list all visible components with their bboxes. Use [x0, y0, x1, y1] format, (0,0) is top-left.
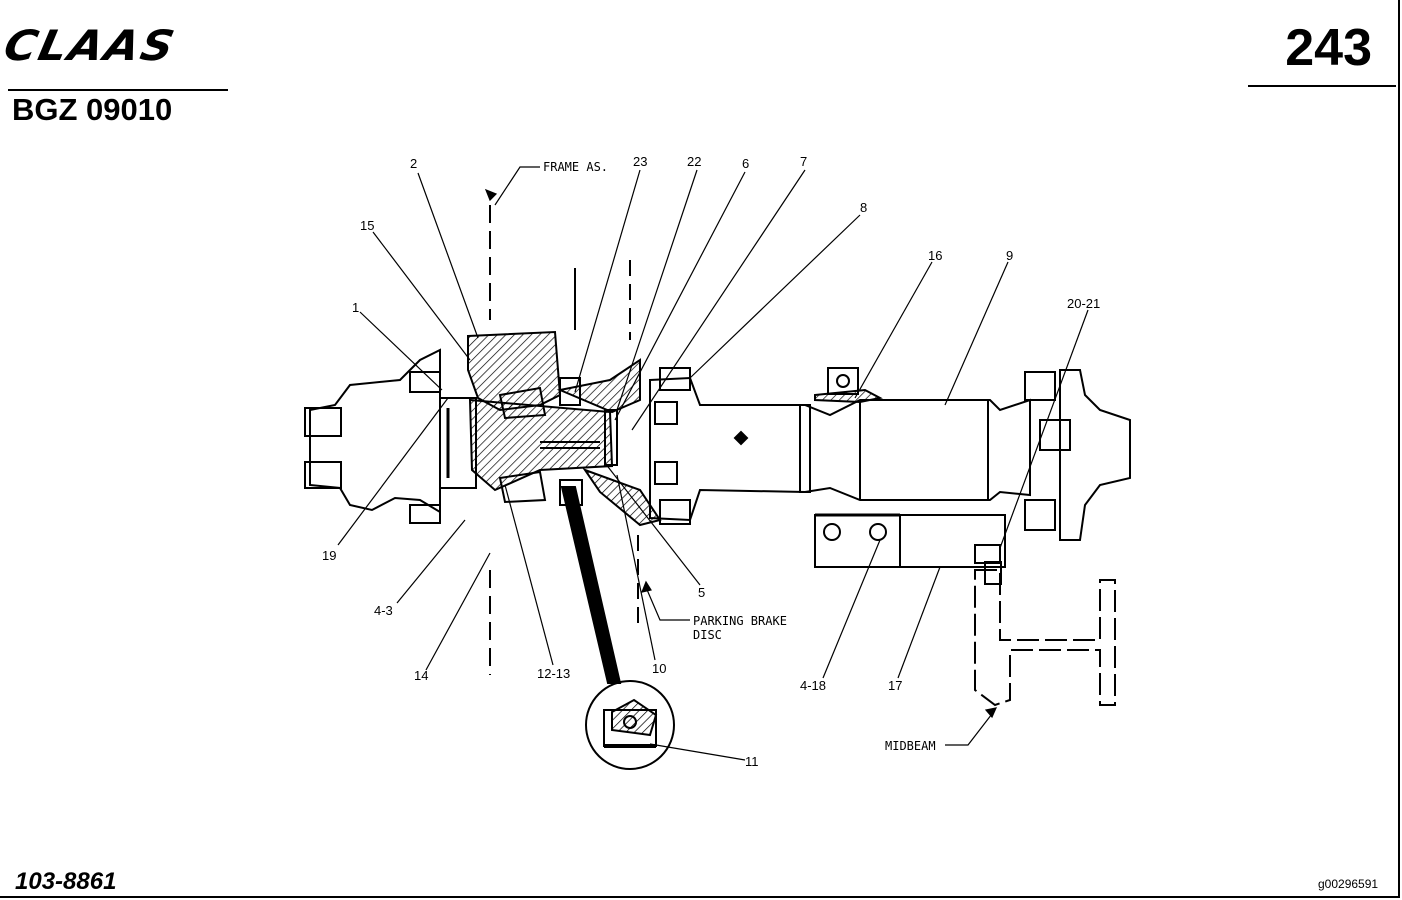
- callout-14: 14: [414, 668, 428, 683]
- page-number-rule: [1248, 85, 1396, 87]
- image-id: g00296591: [1318, 877, 1379, 891]
- callout-22: 22: [687, 154, 701, 169]
- note-parking-brake: PARKING BRAKE: [693, 614, 787, 628]
- callout-11: 11: [745, 754, 759, 769]
- logo-rule: [8, 89, 228, 91]
- note-frame-assembly: FRAME AS.: [543, 160, 608, 174]
- doc-code: BGZ 09010: [12, 92, 173, 127]
- callout-4-18: 4-18: [800, 678, 826, 693]
- callout-19: 19: [322, 548, 336, 563]
- callout-20-21: 20-21: [1067, 296, 1100, 311]
- note-parking-brake-disc: DISC: [693, 628, 722, 642]
- callout-4-3: 4-3: [374, 603, 393, 618]
- callout-10: 10: [652, 661, 666, 676]
- callout-15: 15: [360, 218, 374, 233]
- part-number: 103-8861: [15, 868, 117, 895]
- callout-7: 7: [800, 154, 807, 169]
- callout-5: 5: [698, 585, 705, 600]
- hub-drawing: [304, 205, 1131, 770]
- page-number: 243: [1285, 19, 1372, 77]
- callout-17: 17: [888, 678, 902, 693]
- callout-9: 9: [1006, 248, 1013, 263]
- callout-8: 8: [860, 200, 867, 215]
- callout-2: 2: [410, 156, 417, 171]
- callout-12-13: 12-13: [537, 666, 570, 681]
- callout-23: 23: [633, 154, 647, 169]
- leader-lines: [337, 166, 1089, 761]
- note-midbeam: MIDBEAM: [885, 739, 936, 753]
- callout-16: 16: [928, 248, 942, 263]
- callout-1: 1: [352, 300, 359, 315]
- callout-6: 6: [742, 156, 749, 171]
- callout-labels: 2 15 1 23 22 6 7 8 16 9 20-21 19 4-3 14 …: [322, 154, 1100, 769]
